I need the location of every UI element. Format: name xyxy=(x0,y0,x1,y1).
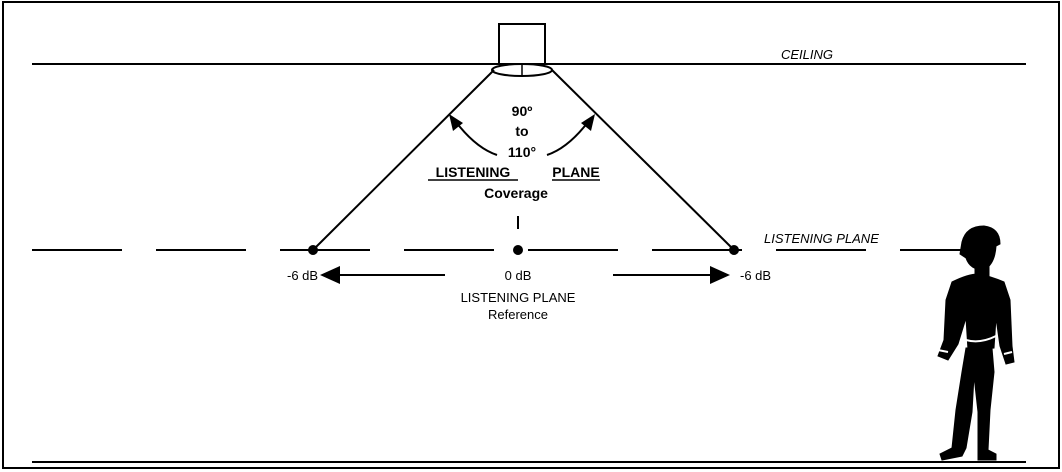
right-measure-point xyxy=(729,245,739,255)
coverage-plane-word: PLANE xyxy=(552,164,599,180)
coverage-angle-arrow-left xyxy=(449,114,498,156)
center-measure-point xyxy=(513,245,523,255)
person-silhouette xyxy=(937,225,1015,461)
right-level-label: -6 dB xyxy=(740,268,771,283)
coverage-cone-right xyxy=(551,69,735,251)
reference-label-line1: LISTENING PLANE xyxy=(461,290,576,305)
ceiling-label: CEILING xyxy=(781,47,833,62)
coverage-cone-left xyxy=(312,69,495,251)
left-level-arrow xyxy=(320,266,445,284)
ceiling-speaker xyxy=(491,23,553,77)
coverage-angle-to: to xyxy=(515,123,528,139)
listening-plane-label: LISTENING PLANE xyxy=(764,231,879,246)
center-level-label: 0 dB xyxy=(505,268,532,283)
coverage-label: 90º to 110° LISTENING PLANE Coverage xyxy=(428,103,600,201)
coverage-angle-max: 110° xyxy=(508,144,536,160)
coverage-word: Coverage xyxy=(484,185,548,201)
left-measure-point xyxy=(308,245,318,255)
left-level-label: -6 dB xyxy=(287,268,318,283)
right-level-arrow xyxy=(613,266,730,284)
coverage-angle-min: 90º xyxy=(512,103,533,119)
coverage-listening-word: LISTENING xyxy=(436,164,511,180)
reference-label-line2: Reference xyxy=(488,307,548,322)
coverage-angle-arrow-right xyxy=(546,114,595,156)
